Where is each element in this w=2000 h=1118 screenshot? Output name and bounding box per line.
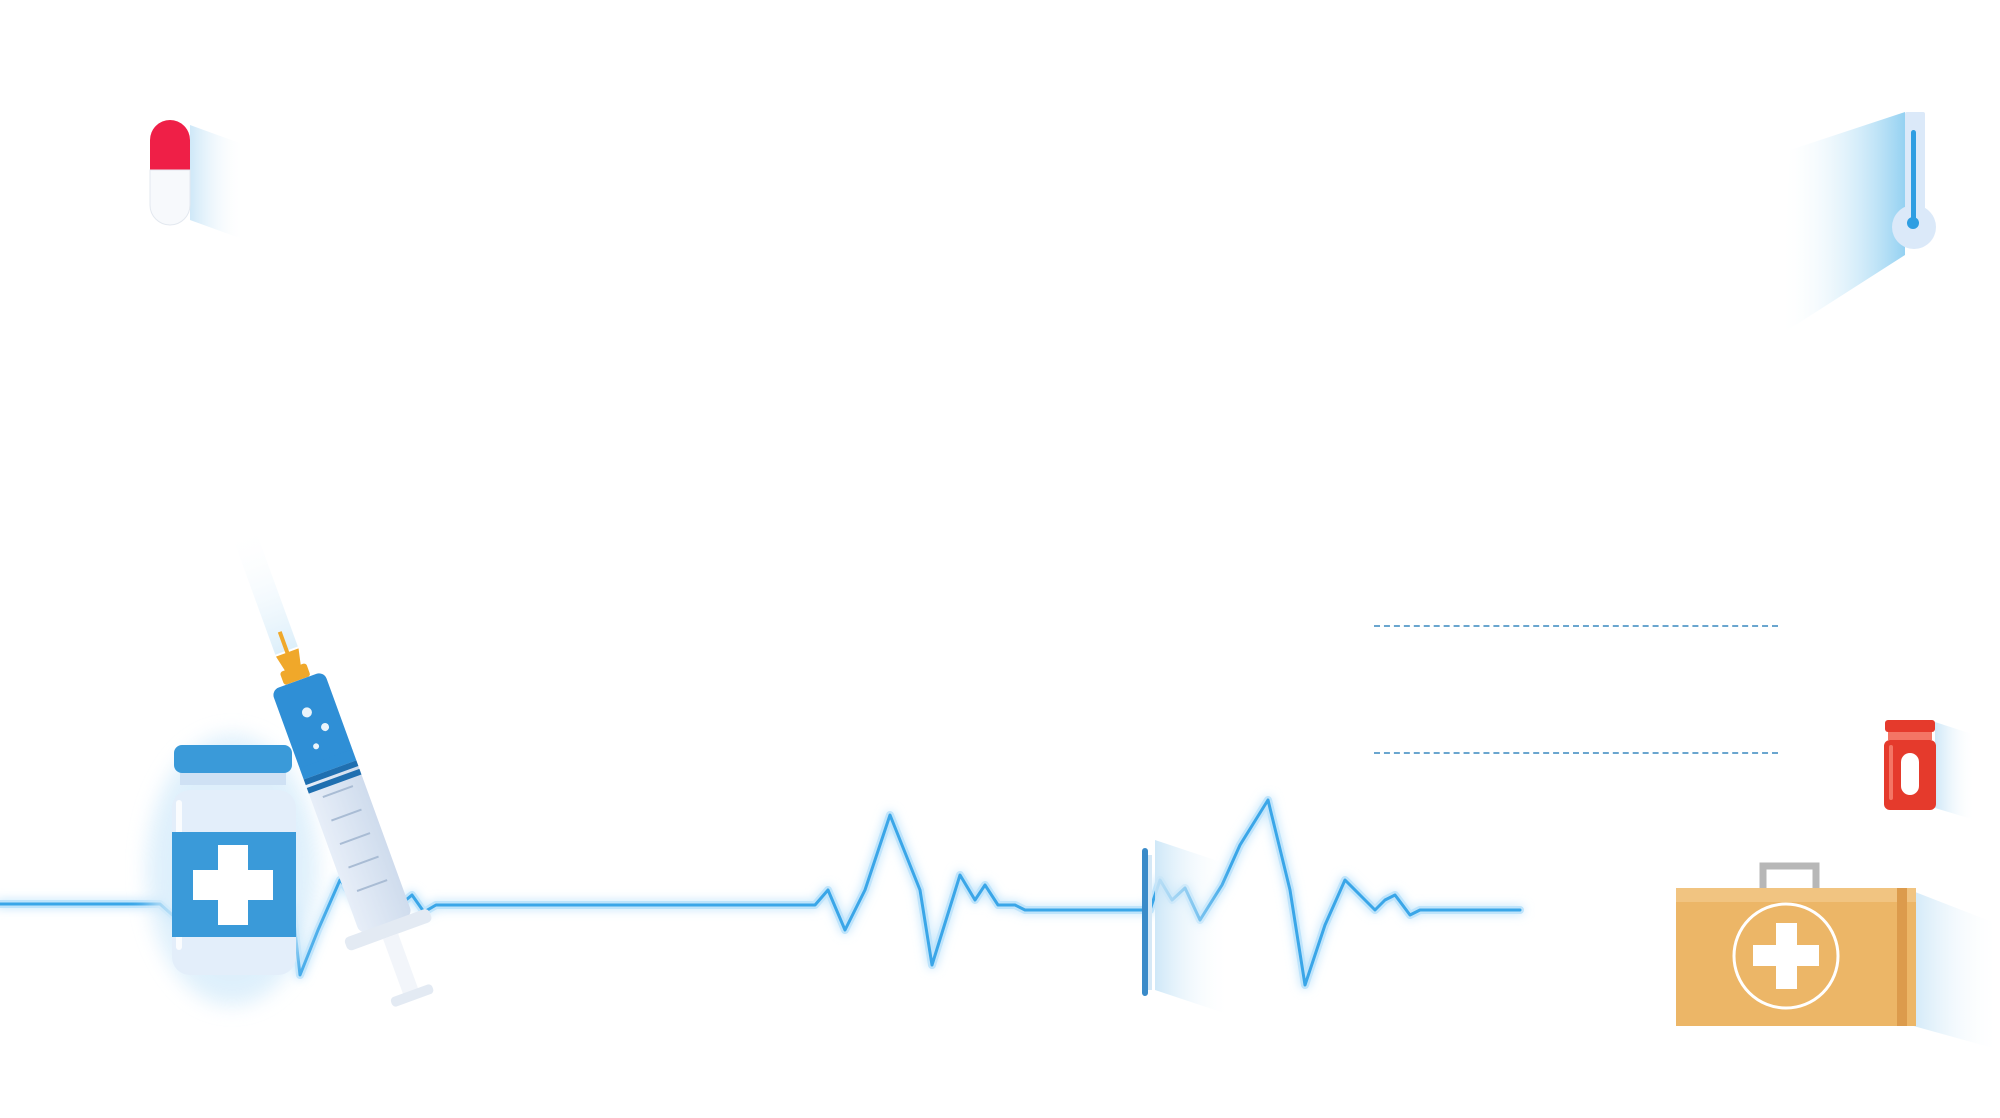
pill-bottle-icon [1884, 720, 1975, 820]
heartbeat-line [0, 796, 1524, 989]
dashed-rule-top [1374, 625, 1778, 627]
thermometer-icon [1780, 112, 1936, 335]
first-aid-kit-icon [1676, 862, 2000, 1050]
capsule-icon [149, 120, 245, 240]
dashed-rule-bottom [1374, 752, 1778, 754]
syringe-icon [230, 524, 434, 1007]
medicine-bottle-icon [147, 735, 317, 1005]
probe-icon [1142, 840, 1230, 1015]
